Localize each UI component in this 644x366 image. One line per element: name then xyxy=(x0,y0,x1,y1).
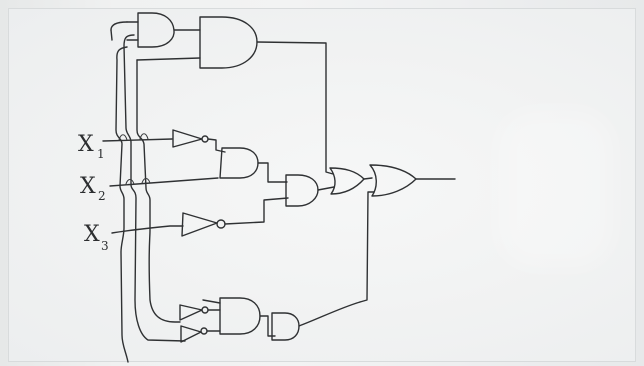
and-gate-center xyxy=(285,174,335,207)
vertical-bus-lines xyxy=(110,29,186,363)
and-gate-middle xyxy=(219,147,288,183)
input-label-x2: X 2 xyxy=(80,174,106,203)
not-gate-x1 xyxy=(172,129,226,153)
and-gate-bottom-right xyxy=(271,301,361,341)
and-gate-top-large xyxy=(136,16,334,175)
svg-text:1: 1 xyxy=(97,147,105,161)
and-gate-top-small xyxy=(126,12,201,48)
svg-text:X: X xyxy=(84,222,100,247)
top-gate-connectors xyxy=(110,21,128,31)
input-label-x3: X 3 xyxy=(84,222,109,253)
svg-text:2: 2 xyxy=(98,189,106,203)
svg-text:X: X xyxy=(80,174,96,199)
svg-text:3: 3 xyxy=(101,239,109,253)
input-lines xyxy=(102,133,219,234)
not-gate-x3 xyxy=(181,197,289,237)
not-gate-bottom-lower xyxy=(180,325,221,343)
svg-text:X: X xyxy=(78,132,94,157)
whiteboard-glare xyxy=(495,109,615,269)
whiteboard xyxy=(8,8,636,362)
input-label-x1: X 1 xyxy=(78,132,105,161)
or-gate-stage-two xyxy=(329,167,373,195)
or-gate-final xyxy=(359,164,456,303)
not-gate-bottom-upper xyxy=(179,304,221,321)
